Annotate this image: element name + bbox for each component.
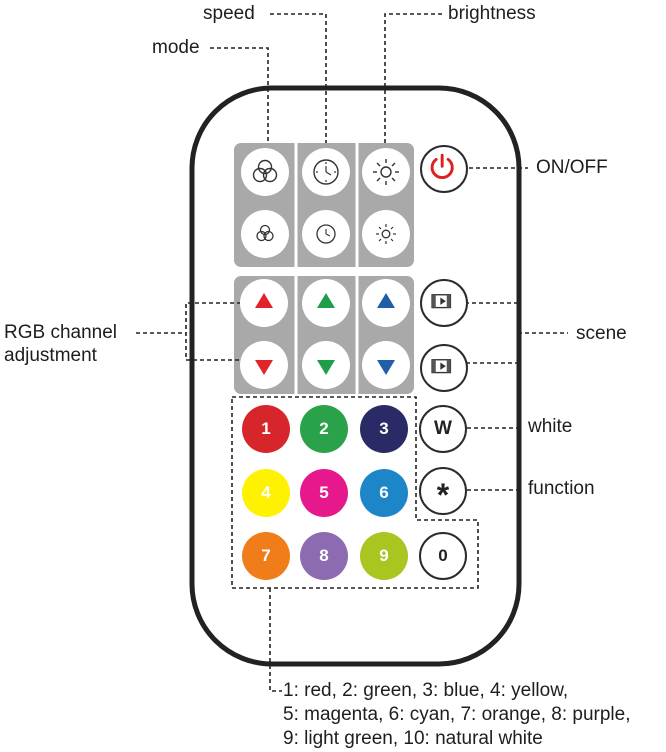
scene-film-icon — [431, 294, 452, 309]
label-mode: mode — [152, 37, 200, 58]
triangle-down-icon — [255, 360, 273, 375]
brightness-down-button[interactable] — [362, 210, 410, 258]
speed-clock-icon — [313, 159, 339, 185]
label-on-off: ON/OFF — [536, 157, 608, 178]
red-up-button[interactable] — [240, 279, 288, 327]
scene-film-icon — [431, 359, 452, 374]
legend-line-2: 5: magenta, 6: cyan, 7: orange, 8: purpl… — [283, 704, 631, 725]
mode-icon — [252, 159, 278, 183]
power-button[interactable] — [420, 145, 468, 193]
white-button[interactable]: W — [419, 405, 467, 453]
color-button-9[interactable]: 9 — [360, 532, 408, 580]
triangle-down-icon — [377, 360, 395, 375]
leader-speed — [270, 13, 327, 143]
triangle-up-icon — [377, 293, 395, 308]
leader-rgb — [185, 302, 262, 361]
leader-lines — [136, 13, 568, 692]
label-rgb-line1: RGB channel — [4, 322, 118, 343]
color-button-6[interactable]: 6 — [360, 469, 408, 517]
triangle-up-icon — [317, 293, 335, 308]
legend-line-1: 1: red, 2: green, 3: blue, 4: yellow, — [283, 680, 569, 701]
white-button-label: W — [434, 418, 452, 439]
blue-up-button[interactable] — [362, 279, 410, 327]
brightness-sun-icon — [373, 159, 399, 185]
mode-up-button[interactable] — [241, 148, 289, 196]
blue-down-button[interactable] — [362, 341, 410, 389]
label-rgb-line2: adjustment — [4, 345, 97, 366]
label-speed: speed — [203, 3, 255, 24]
red-down-button[interactable] — [240, 341, 288, 389]
triangle-up-icon — [255, 293, 273, 308]
speed-up-button[interactable] — [302, 148, 350, 196]
leader-mode — [210, 47, 269, 143]
scene-up-button[interactable] — [420, 279, 468, 327]
brightness-sun-icon — [376, 224, 396, 244]
function-button[interactable]: * — [419, 467, 467, 515]
triangle-down-icon — [317, 360, 335, 375]
label-scene: scene — [576, 323, 627, 344]
label-brightness: brightness — [448, 3, 536, 24]
mode-down-button[interactable] — [241, 210, 289, 258]
speed-clock-icon — [316, 224, 336, 244]
color-button-5[interactable]: 5 — [300, 469, 348, 517]
color-button-7[interactable]: 7 — [242, 532, 290, 580]
speed-down-button[interactable] — [302, 210, 350, 258]
legend-line-3: 9: light green, 10: natural white — [283, 728, 543, 749]
color-button-2[interactable]: 2 — [300, 405, 348, 453]
zero-button[interactable]: 0 — [419, 532, 467, 580]
brightness-up-button[interactable] — [362, 148, 410, 196]
green-down-button[interactable] — [302, 341, 350, 389]
power-icon — [430, 153, 454, 180]
function-button-label: * — [436, 477, 450, 513]
label-function: function — [528, 478, 595, 499]
leader-brightness — [384, 13, 442, 143]
scene-down-button[interactable] — [420, 344, 468, 392]
color-button-3[interactable]: 3 — [360, 405, 408, 453]
green-up-button[interactable] — [302, 279, 350, 327]
number-pad-outline — [231, 396, 479, 589]
color-button-8[interactable]: 8 — [300, 532, 348, 580]
color-button-1[interactable]: 1 — [242, 405, 290, 453]
zero-button-label: 0 — [438, 546, 448, 565]
color-button-4[interactable]: 4 — [242, 469, 290, 517]
label-white: white — [528, 416, 573, 437]
mode-icon — [256, 224, 274, 242]
